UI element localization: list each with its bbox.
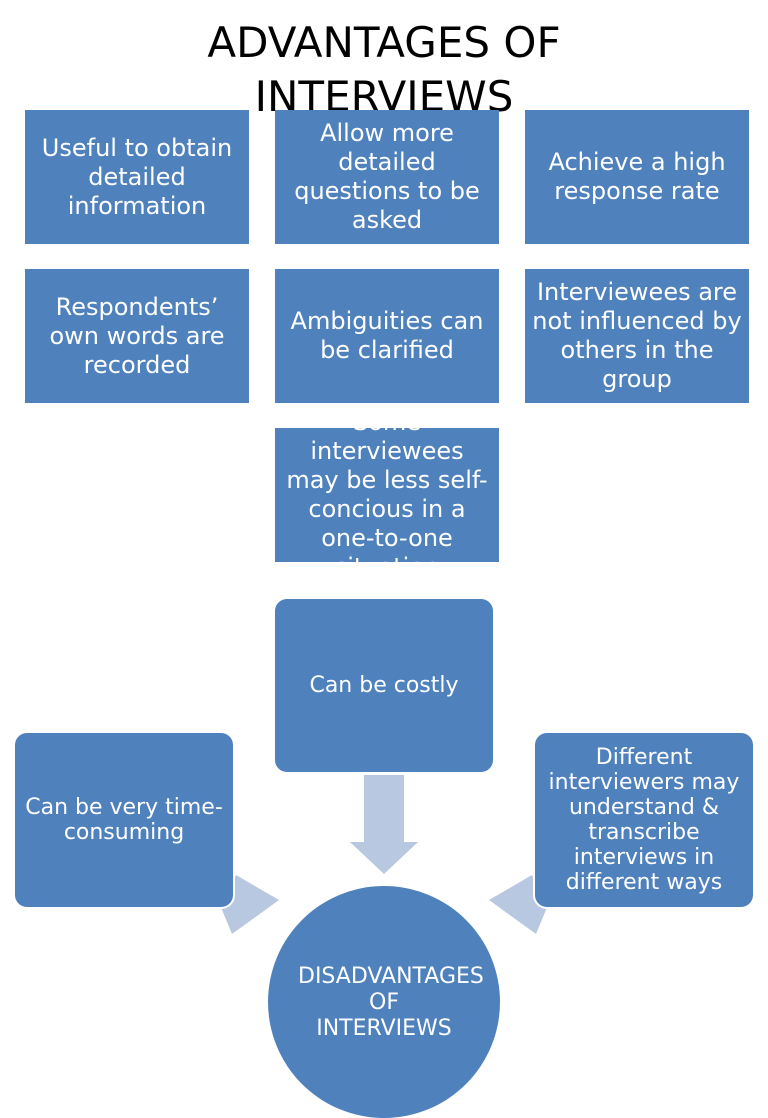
advantage-box-own-words: Respondents’ own words are recorded [25,269,249,403]
advantage-text: Some interviewees may be less self-conci… [286,428,488,562]
disadvantage-text: Can be very time-consuming [25,795,223,845]
advantage-text: Interviewees are not influenced by other… [532,278,742,393]
advantage-box-not-influenced: Interviewees are not influenced by other… [525,269,749,403]
advantage-text: Respondents’ own words are recorded [49,292,225,379]
advantage-box-less-self-conscious: Some interviewees may be less self-conci… [275,428,499,562]
disadvantage-box-costly: Can be costly [273,597,495,774]
advantage-box-detailed-information: Useful to obtain detailed information [25,110,249,244]
disadvantage-text: Can be costly [309,673,459,698]
advantage-text: Achieve a high response rate [548,148,726,205]
disadvantage-box-different-interviewers: Different interviewers may understand & … [533,731,755,909]
advantage-box-response-rate: Achieve a high response rate [525,110,749,244]
page-title: ADVANTAGES OF INTERVIEWS [207,18,561,116]
disadvantage-box-time-consuming: Can be very time-consuming [13,731,235,909]
advantage-box-detailed-questions: Allow more detailed questions to be aske… [275,110,499,244]
disadvantages-center-circle: DISADVANTAGES OF INTERVIEWS [268,886,500,1118]
advantage-text: Ambiguities can be clarified [290,307,484,364]
advantage-box-ambiguities: Ambiguities can be clarified [275,269,499,403]
disadvantage-text: Different interviewers may understand & … [548,745,740,895]
advantage-text: Useful to obtain detailed information [41,133,233,220]
arrow-down [350,775,418,874]
advantage-text: Allow more detailed questions to be aske… [294,119,480,234]
disadvantages-center-text: DISADVANTAGES OF INTERVIEWS [298,964,484,1041]
